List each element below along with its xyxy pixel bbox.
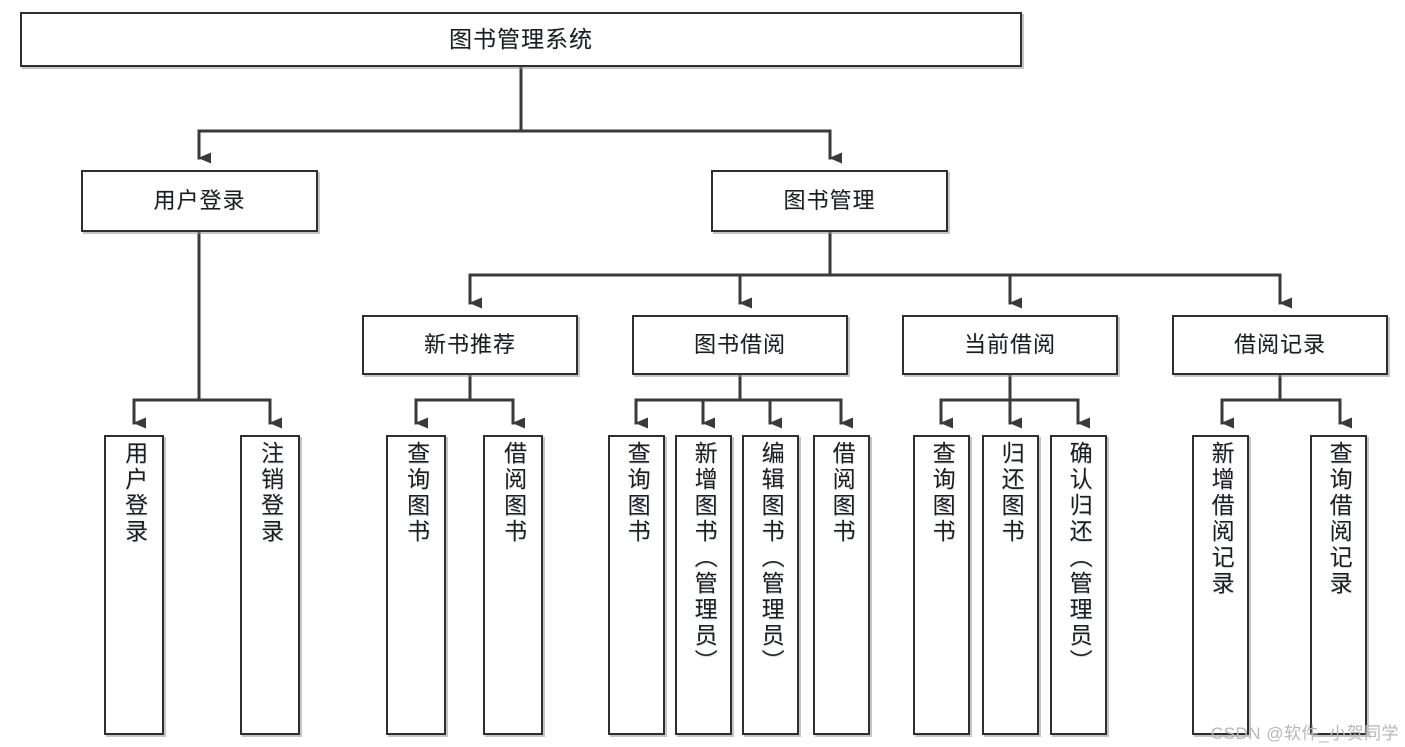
leaf-borrow-edit-book-admin-label: 编辑图书（管理员） bbox=[758, 441, 785, 675]
leaf-record-query-record[interactable]: 查询借阅记录 bbox=[1310, 435, 1367, 735]
leaf-borrow-edit-book-admin[interactable]: 编辑图书（管理员） bbox=[742, 435, 799, 735]
node-current-borrow[interactable]: 当前借阅 bbox=[902, 315, 1118, 375]
leaf-recommend-borrow-book-label: 借阅图书 bbox=[500, 441, 527, 545]
node-book-borrow[interactable]: 图书借阅 bbox=[632, 315, 848, 375]
csdn-watermark: CSDN @软件_小贺同学 bbox=[1210, 724, 1399, 743]
leaf-current-confirm-return-admin-label: 确认归还（管理员） bbox=[1066, 441, 1093, 675]
leaf-recommend-query-book-label: 查询图书 bbox=[403, 441, 430, 545]
leaf-current-return-book-label: 归还图书 bbox=[998, 441, 1025, 545]
node-new-book-recommend[interactable]: 新书推荐 bbox=[362, 315, 578, 375]
node-book-management[interactable]: 图书管理 bbox=[711, 170, 948, 232]
leaf-user-login-login[interactable]: 用户登录 bbox=[104, 435, 164, 735]
leaf-borrow-borrow-book-label: 借阅图书 bbox=[829, 441, 856, 545]
node-borrow-record-label: 借阅记录 bbox=[1233, 332, 1326, 358]
leaf-borrow-add-book-admin[interactable]: 新增图书（管理员） bbox=[675, 435, 732, 735]
leaf-borrow-borrow-book[interactable]: 借阅图书 bbox=[813, 435, 870, 735]
leaf-user-login-logout[interactable]: 注销登录 bbox=[240, 435, 300, 735]
node-root-label: 图书管理系统 bbox=[449, 26, 593, 53]
node-user-login[interactable]: 用户登录 bbox=[81, 170, 318, 232]
leaf-recommend-borrow-book[interactable]: 借阅图书 bbox=[483, 435, 543, 735]
leaf-user-login-logout-label: 注销登录 bbox=[257, 441, 284, 545]
leaf-recommend-query-book[interactable]: 查询图书 bbox=[386, 435, 446, 735]
leaf-borrow-query-book-label: 查询图书 bbox=[624, 441, 651, 545]
node-book-borrow-label: 图书借阅 bbox=[693, 332, 786, 358]
leaf-record-add-record-label: 新增借阅记录 bbox=[1208, 441, 1235, 597]
leaf-current-query-book[interactable]: 查询图书 bbox=[913, 435, 970, 735]
node-user-login-label: 用户登录 bbox=[153, 188, 246, 214]
node-borrow-record[interactable]: 借阅记录 bbox=[1172, 315, 1388, 375]
node-current-borrow-label: 当前借阅 bbox=[963, 332, 1056, 358]
leaf-borrow-query-book[interactable]: 查询图书 bbox=[608, 435, 665, 735]
node-root[interactable]: 图书管理系统 bbox=[20, 12, 1022, 67]
node-new-book-recommend-label: 新书推荐 bbox=[423, 332, 516, 358]
leaf-borrow-add-book-admin-label: 新增图书（管理员） bbox=[691, 441, 718, 675]
leaf-current-query-book-label: 查询图书 bbox=[929, 441, 956, 545]
leaf-current-return-book[interactable]: 归还图书 bbox=[982, 435, 1039, 735]
node-book-management-label: 图书管理 bbox=[783, 188, 876, 214]
leaf-record-add-record[interactable]: 新增借阅记录 bbox=[1192, 435, 1249, 735]
leaf-record-query-record-label: 查询借阅记录 bbox=[1326, 441, 1353, 597]
leaf-user-login-login-label: 用户登录 bbox=[121, 441, 148, 545]
leaf-current-confirm-return-admin[interactable]: 确认归还（管理员） bbox=[1050, 435, 1107, 735]
